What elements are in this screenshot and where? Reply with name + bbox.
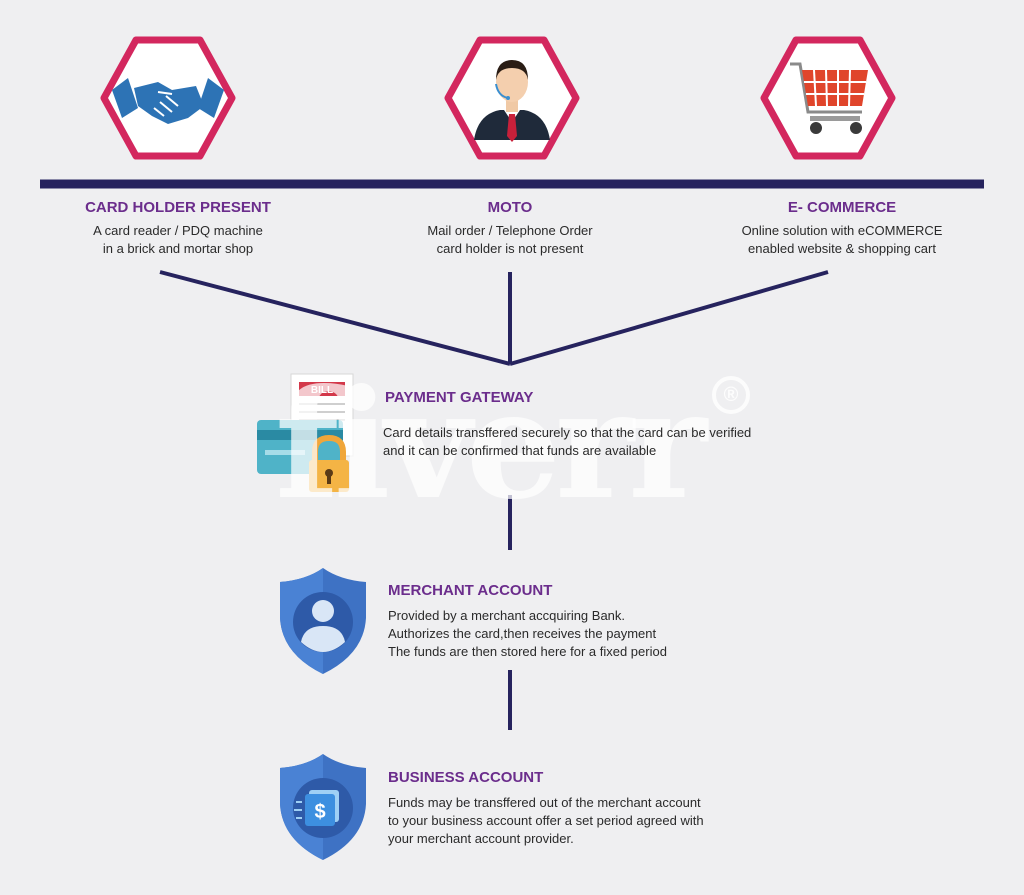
desc-line: Online solution with eCOMMERCE [741,223,943,238]
desc-line: card holder is not present [436,241,584,256]
desc-line: your merchant account provider. [388,831,574,846]
fiverr-watermark: fiverr [275,357,707,533]
handshake-icon [100,36,236,160]
payment-gateway-icon: BILL [257,373,354,492]
step-desc-payment-gateway: Card details transffered securely so tha… [383,424,751,460]
desc-line: and it can be confirmed that funds are a… [383,443,657,458]
source-title-moto: MOTO [487,199,533,216]
registered-mark: ® [712,376,750,414]
user-shield-icon [280,568,366,674]
desc-line: to your business account offer a set per… [388,813,704,828]
source-desc-moto: Mail order / Telephone Order card holder… [400,222,620,258]
connector-right [509,270,829,366]
desc-line: The funds are then stored here for a fix… [388,644,667,659]
desc-line: in a brick and mortar shop [102,241,254,256]
operator-headset-icon [444,36,580,160]
source-title-ecommerce: E- COMMERCE [787,199,897,216]
desc-line: Authorizes the card,then receives the pa… [388,626,657,641]
desc-line: Provided by a merchant accquiring Bank. [388,608,626,623]
desc-line: Mail order / Telephone Order [427,223,593,238]
source-title-card-holder: CARD HOLDER PRESENT [85,199,271,216]
desc-line: enabled website & shopping cart [748,241,936,256]
bill-label: BILL [311,385,333,396]
dollar-sign: $ [314,801,325,823]
step-desc-business-account: Funds may be transffered out of the merc… [388,794,704,848]
step-title-business-account: BUSINESS ACCOUNT [388,769,544,786]
desc-line: Funds may be transffered out of the merc… [388,795,701,810]
step-desc-merchant-account: Provided by a merchant accquiring Bank. … [388,607,667,661]
source-desc-card-holder: A card reader / PDQ machine in a brick a… [78,222,278,258]
desc-line: A card reader / PDQ machine [93,223,263,238]
desc-line: Card details transffered securely so tha… [383,425,752,440]
source-desc-ecommerce: Online solution with eCOMMERCE enabled w… [722,222,962,258]
step-title-merchant-account: MERCHANT ACCOUNT [388,582,553,599]
connector-left [159,270,511,366]
step-title-payment-gateway: PAYMENT GATEWAY [385,389,534,406]
dollar-shield-icon: $ [280,754,366,860]
shopping-cart-icon [760,36,896,160]
